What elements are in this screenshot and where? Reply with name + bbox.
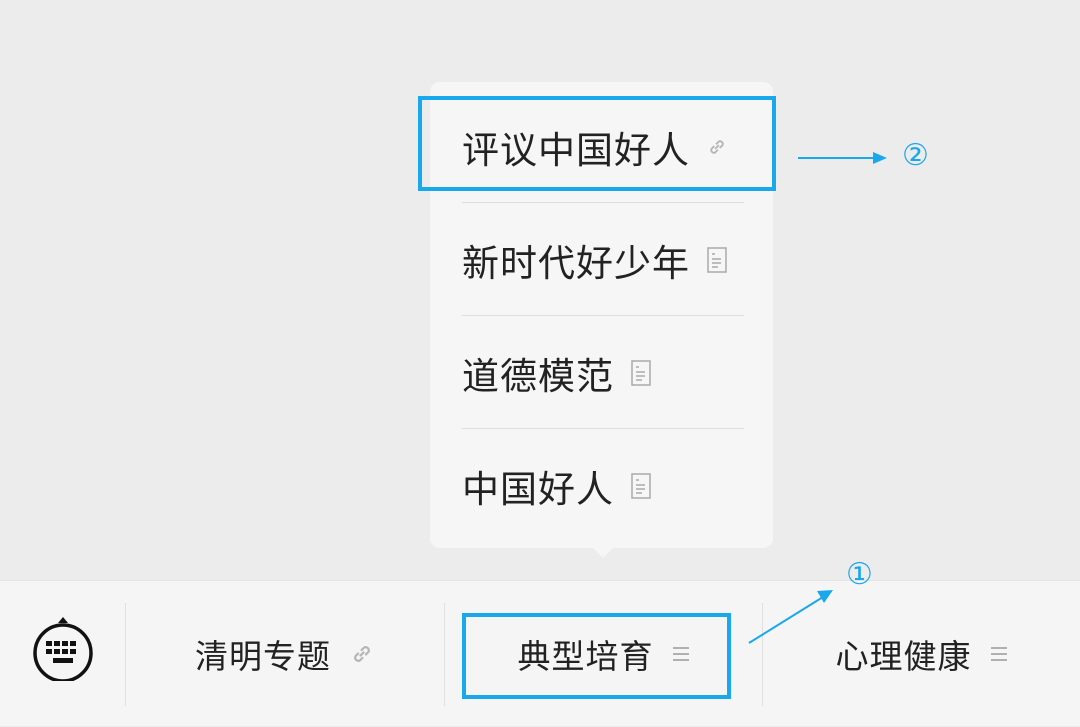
submenu-popup: 评议中国好人 新时代好少年 道德模范 中国好人 (430, 82, 773, 548)
submenu-item-review-good-people[interactable]: 评议中国好人 (462, 90, 728, 203)
document-icon (630, 359, 652, 386)
divider (462, 202, 744, 203)
step2-label: ② (902, 138, 929, 173)
link-icon (706, 134, 728, 160)
link-icon (349, 641, 375, 667)
divider (125, 603, 126, 706)
divider (462, 315, 744, 316)
tab-label: 心理健康 (835, 637, 972, 676)
keyboard-icon[interactable] (31, 615, 95, 685)
document-icon (706, 246, 728, 273)
highlight-box-step2 (418, 96, 776, 191)
submenu-item-label: 道德模范 (462, 354, 614, 398)
popup-pointer (591, 546, 615, 558)
tab-typical-cultivation[interactable]: 典型培育 (445, 581, 762, 727)
divider (462, 428, 744, 429)
submenu-item-label: 评议中国好人 (462, 128, 690, 172)
submenu-item-new-era-youth[interactable]: 新时代好少年 (462, 203, 728, 316)
tab-label: 清明专题 (195, 637, 331, 676)
menu-icon (672, 645, 690, 663)
submenu-item-label: 新时代好少年 (462, 241, 690, 285)
bottom-menu-bar: 清明专题 典型培育 心理健康 (0, 580, 1080, 726)
divider (444, 603, 445, 706)
highlight-box-step1 (462, 613, 731, 699)
step1-label: ① (846, 557, 873, 592)
arrow-step1 (748, 590, 833, 644)
tab-label: 典型培育 (517, 637, 654, 676)
divider (762, 603, 763, 706)
submenu-item-china-good-people[interactable]: 中国好人 (462, 429, 652, 542)
arrow-step2 (798, 152, 887, 164)
tab-qingming[interactable]: 清明专题 (126, 581, 444, 727)
submenu-item-moral-models[interactable]: 道德模范 (462, 316, 652, 429)
document-icon (630, 472, 652, 499)
submenu-item-label: 中国好人 (462, 467, 614, 511)
tab-mental-health[interactable]: 心理健康 (763, 581, 1080, 727)
menu-icon (990, 645, 1008, 663)
